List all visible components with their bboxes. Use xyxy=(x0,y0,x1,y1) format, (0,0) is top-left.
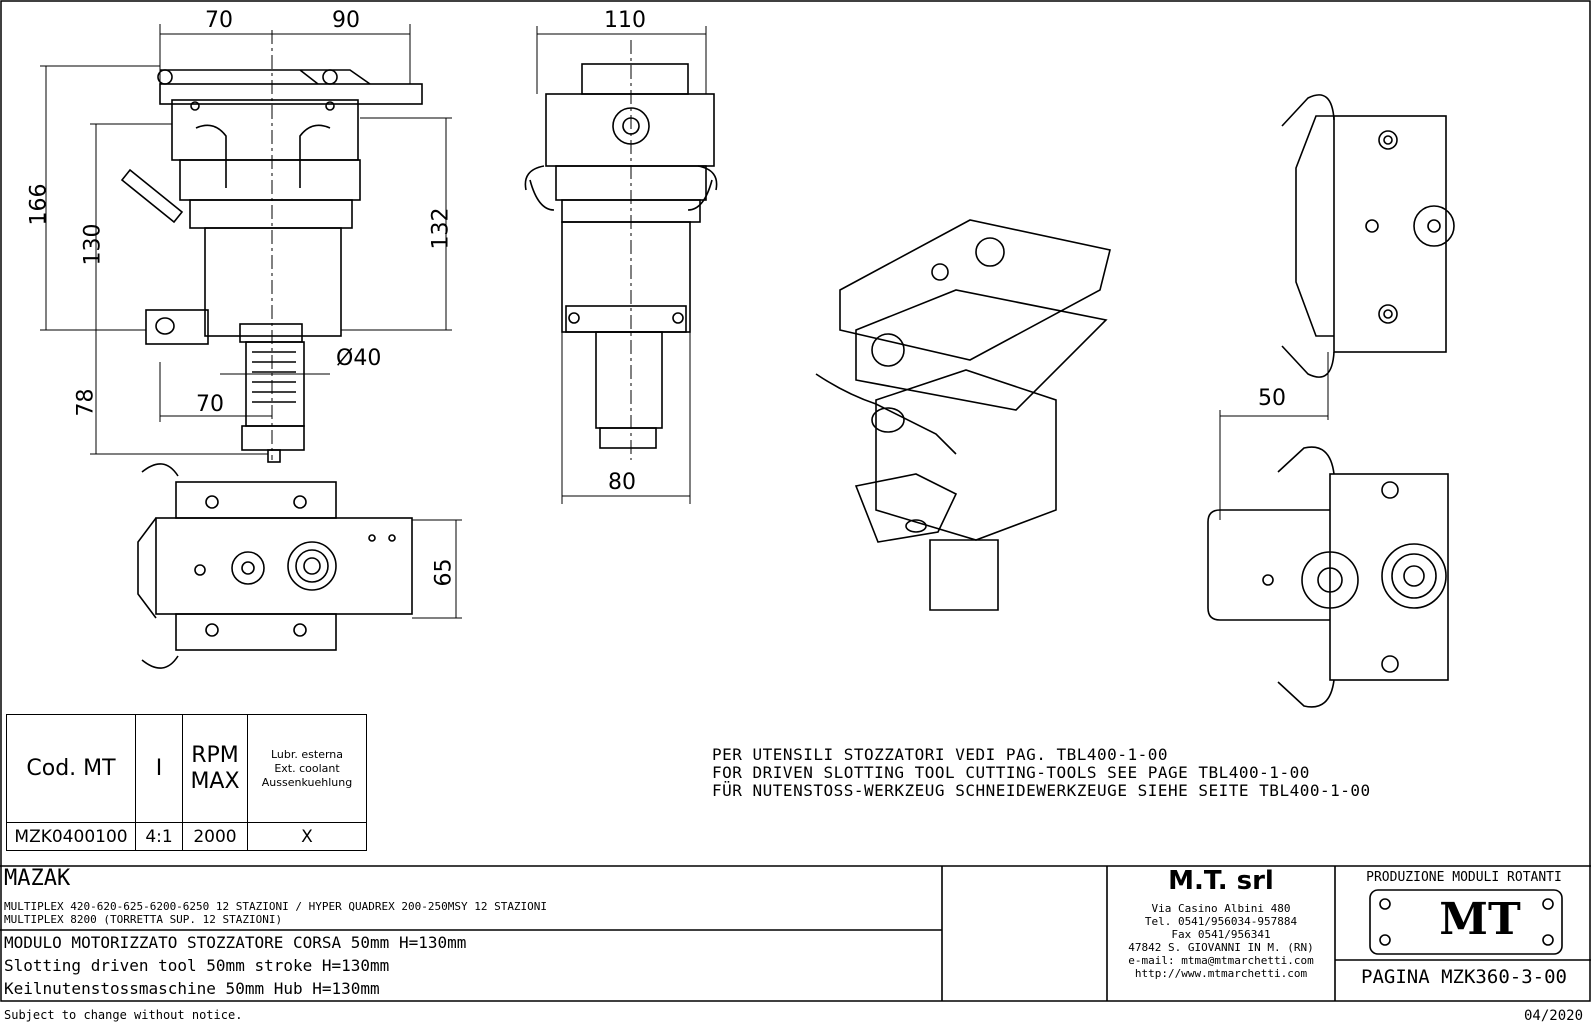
header-lubr-line3: Aussenkuehlung xyxy=(261,775,353,789)
dimension-50: 50 xyxy=(1258,386,1286,411)
address-line: 47842 S. GIOVANNI IN M. (RN) xyxy=(1128,941,1314,954)
right-top-view xyxy=(1281,94,1455,378)
cell-ratio: 4:1 xyxy=(135,822,183,851)
dimension-110: 110 xyxy=(604,8,646,33)
production-title: PRODUZIONE MODULI ROTANTI xyxy=(1366,870,1562,885)
dimension-diameter-40: Ø40 xyxy=(336,346,382,371)
models-line1: MULTIPLEX 420-620-625-6200-6250 12 STAZI… xyxy=(4,900,548,913)
company-address: Via Casino Albini 480 Tel. 0541/956034-9… xyxy=(1108,902,1334,980)
page-number: PAGINA MZK360-3-00 xyxy=(1361,966,1567,988)
dimension-65: 65 xyxy=(431,558,457,587)
dimension-130: 130 xyxy=(80,223,106,266)
cell-code: MZK0400100 xyxy=(6,822,136,851)
address-line: e-mail: mtma@mtmarchetti.com xyxy=(1128,954,1314,967)
address-line: Fax 0541/956341 xyxy=(1171,928,1271,941)
address-line: http://www.mtmarchetti.com xyxy=(1134,967,1308,980)
dimension-70-side: 70 xyxy=(196,392,224,417)
header-code: Cod. MT xyxy=(6,714,136,823)
brand-title: MAZAK xyxy=(4,866,71,891)
note-en: FOR DRIVEN SLOTTING TOOL CUTTING-TOOLS S… xyxy=(712,763,1310,782)
side-view xyxy=(524,40,718,460)
cell-rpm: 2000 xyxy=(182,822,248,851)
mt-logo: MT xyxy=(1439,894,1521,945)
description-it: MODULO MOTORIZZATO STOZZATORE CORSA 50mm… xyxy=(4,933,467,952)
header-lubr-line2: Ext. coolant xyxy=(274,761,340,775)
dimension-80: 80 xyxy=(608,470,636,495)
description-en: Slotting driven tool 50mm stroke H=130mm xyxy=(4,956,390,975)
header-rpm-line1: RPM xyxy=(191,742,239,768)
models-line2: MULTIPLEX 8200 (TORRETTA SUP. 12 STAZION… xyxy=(4,913,283,926)
header-lubr-line1: Lubr. esterna xyxy=(270,747,343,761)
dimension-70-top: 70 xyxy=(205,8,233,33)
disclaimer: Subject to change without notice. xyxy=(4,1008,243,1022)
spec-table: Cod. MT I RPM MAX Lubr. esterna Ext. coo… xyxy=(6,714,367,851)
right-bottom-view xyxy=(1207,446,1449,708)
dimension-166: 166 xyxy=(26,183,52,226)
header-rpm: RPM MAX xyxy=(182,714,248,823)
isometric-view xyxy=(815,219,1111,611)
address-line: Via Casino Albini 480 xyxy=(1151,902,1291,915)
dimension-90-top: 90 xyxy=(332,8,360,33)
dimension-78: 78 xyxy=(73,388,99,417)
header-ratio: I xyxy=(135,714,183,823)
top-view xyxy=(137,463,413,669)
description-de: Keilnutenstossmaschine 50mm Hub H=130mm xyxy=(4,979,380,998)
header-lubr: Lubr. esterna Ext. coolant Aussenkuehlun… xyxy=(247,714,367,823)
dimension-132: 132 xyxy=(428,207,454,250)
company-name: M.T. srl xyxy=(1168,866,1274,896)
front-view xyxy=(120,30,423,463)
cell-lubr: X xyxy=(247,822,367,851)
issue-date: 04/2020 xyxy=(1524,1008,1584,1024)
address-line: Tel. 0541/956034-957884 xyxy=(1144,915,1298,928)
header-rpm-line2: MAX xyxy=(190,768,240,794)
note-it: PER UTENSILI STOZZATORI VEDI PAG. TBL400… xyxy=(712,745,1168,764)
note-de: FÜR NUTENSTOSS-WERKZEUG SCHNEIDEWERKZEUG… xyxy=(712,781,1371,800)
